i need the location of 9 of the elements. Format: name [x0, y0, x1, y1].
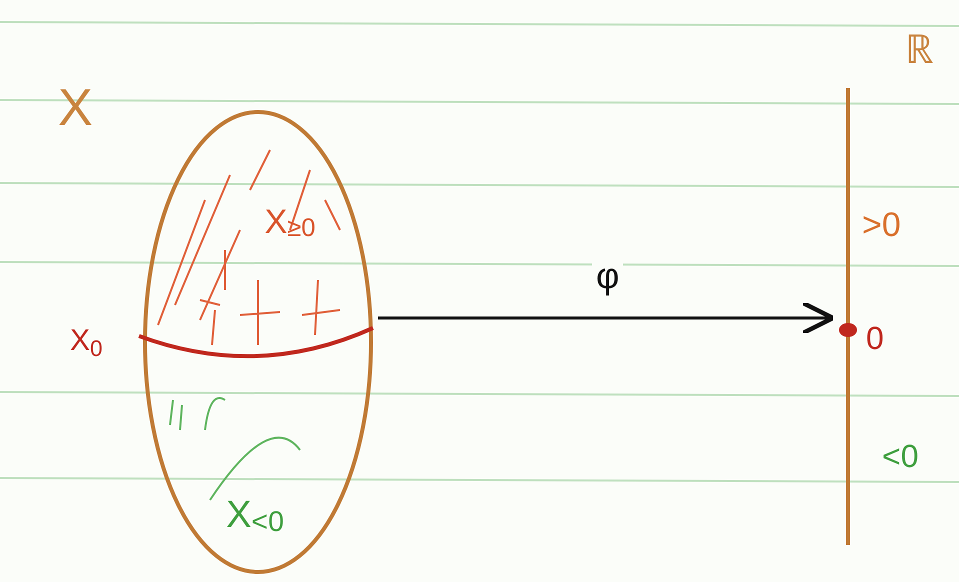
set-label: X [58, 82, 93, 134]
set-label: X$_{≥0}$ [264, 202, 316, 244]
math-label: <0 [882, 440, 918, 472]
math-label: X$_{0}$ [70, 326, 103, 356]
math-label: >0 [862, 208, 901, 242]
arrow [378, 300, 836, 336]
set-label: X$_{<0}$ [225, 493, 285, 540]
math-label: 0 [866, 322, 884, 354]
set-symbol: ℝ [905, 30, 934, 70]
